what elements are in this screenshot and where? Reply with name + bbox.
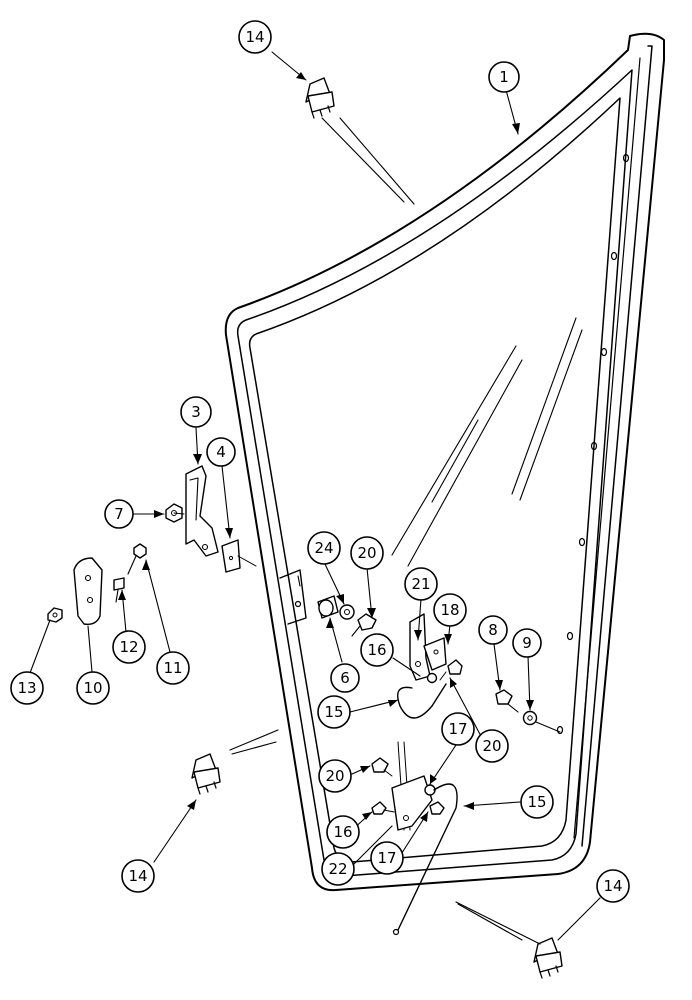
callout-15-upper: 15 — [317, 695, 351, 729]
callout-22: 22 — [321, 852, 355, 886]
strut-wire-15-upper — [397, 683, 447, 719]
washer-9 — [522, 710, 538, 726]
callout-15-lower: 15 — [520, 785, 554, 819]
callout-10: 10 — [76, 671, 110, 705]
callout-22-label: 22 — [328, 860, 347, 878]
latch-handle — [185, 465, 219, 557]
callout-7-label: 7 — [114, 505, 124, 523]
callout-24: 24 — [307, 531, 341, 565]
callout-10-label: 10 — [83, 679, 102, 697]
callout-13-label: 13 — [17, 679, 36, 697]
bolt-11 — [127, 543, 147, 575]
bushing-6 — [317, 595, 339, 619]
callout-4: 4 — [206, 437, 236, 467]
callout-9: 9 — [512, 628, 542, 658]
callout-17-lower-label: 17 — [377, 849, 396, 867]
callout-21-label: 21 — [411, 575, 430, 593]
callout-3: 3 — [180, 396, 212, 428]
callout-20-right-label: 20 — [482, 737, 501, 755]
callout-11-label: 11 — [163, 659, 182, 677]
bracket-18 — [423, 637, 447, 671]
callout-21: 21 — [404, 567, 438, 601]
callout-14-left-label: 14 — [128, 867, 147, 885]
latch-plate-line — [237, 555, 257, 567]
washer-24 — [339, 604, 355, 620]
callout-14-top: 14 — [238, 20, 272, 54]
callout-16-lower-label: 16 — [333, 823, 352, 841]
callout-20-lower-label: 20 — [325, 767, 344, 785]
callout-20-right: 20 — [475, 729, 509, 763]
callout-13: 13 — [10, 671, 44, 705]
callout-1-label: 1 — [499, 68, 509, 86]
callout-12-label: 12 — [119, 638, 138, 656]
screw-12 — [113, 577, 125, 603]
callout-16-upper-label: 16 — [367, 641, 386, 659]
bolt-16-upper — [426, 672, 438, 684]
callout-12: 12 — [112, 630, 146, 664]
bracket-17-lower — [391, 775, 436, 831]
washer-9-line — [535, 721, 561, 733]
callout-17-upper-label: 17 — [448, 720, 467, 738]
callout-6-label: 6 — [340, 669, 350, 687]
clip-14-top — [305, 77, 335, 119]
callout-24-label: 24 — [314, 539, 333, 557]
leader-lines — [29, 51, 601, 945]
latch-shaft-line — [173, 512, 185, 515]
callout-15-lower-label: 15 — [527, 793, 546, 811]
callout-18-label: 18 — [440, 601, 459, 619]
callout-17-lower: 17 — [370, 841, 404, 875]
latch-plate — [221, 539, 241, 573]
clip-14-bottom — [533, 937, 563, 979]
bolt-20-right — [439, 659, 463, 681]
callout-7: 7 — [104, 499, 134, 529]
callout-4-label: 4 — [216, 443, 226, 461]
callout-16-upper: 16 — [360, 633, 394, 667]
callout-14-bottom-label: 14 — [603, 877, 622, 895]
callout-8-label: 8 — [488, 621, 498, 639]
callout-14-left: 14 — [121, 859, 155, 893]
callout-16-lower: 16 — [326, 815, 360, 849]
callout-20-lower: 20 — [318, 759, 352, 793]
callout-1: 1 — [488, 61, 520, 93]
callout-14-top-label: 14 — [245, 28, 264, 46]
latch-cam-10 — [73, 557, 103, 626]
callout-20-top: 20 — [350, 536, 384, 570]
nut-13 — [47, 607, 63, 623]
callout-8: 8 — [478, 615, 508, 645]
nut-17-lower — [429, 801, 445, 815]
bolt-8 — [495, 689, 519, 713]
callout-6: 6 — [330, 663, 360, 693]
bolt-20-lower — [371, 757, 393, 777]
callout-15-upper-label: 15 — [324, 703, 343, 721]
callout-11: 11 — [156, 651, 190, 685]
arrowheads — [118, 72, 534, 822]
callout-18: 18 — [433, 593, 467, 627]
strut-wire-end — [392, 928, 400, 936]
callout-17-upper: 17 — [441, 712, 475, 746]
callout-20-top-label: 20 — [357, 544, 376, 562]
callout-14-bottom: 14 — [596, 869, 630, 903]
bolt-16-lower — [371, 801, 395, 815]
callout-9-label: 9 — [522, 634, 532, 652]
strut-wire-15-lower — [397, 783, 458, 931]
callout-3-label: 3 — [191, 403, 201, 421]
clip-14-left — [191, 753, 221, 795]
